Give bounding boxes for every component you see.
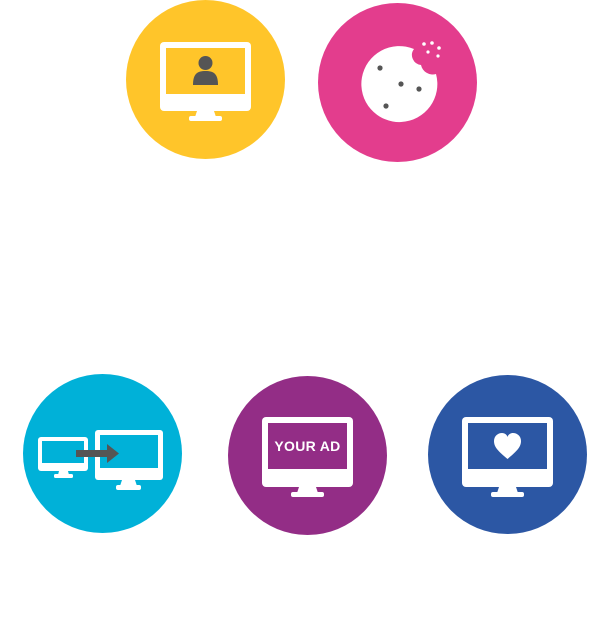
small-monitor-base [54, 474, 73, 478]
monitor-neck [195, 111, 216, 117]
cookie-chip [377, 65, 383, 71]
your-ad-monitor-icon: YOUR AD [228, 376, 387, 535]
your-ad-label: YOUR AD [274, 438, 340, 454]
monitor-base [189, 116, 222, 121]
monitor-base [291, 492, 324, 497]
monitor-neck [297, 487, 318, 493]
user-head [198, 56, 213, 70]
cookie-chip [416, 86, 422, 92]
heart-icon [494, 433, 521, 459]
small-monitor-screen [42, 441, 84, 463]
monitor-neck [497, 487, 518, 493]
arrow-shaft [76, 450, 109, 457]
cross-device-icon [23, 374, 182, 533]
cookie-chip [383, 103, 389, 109]
monitor-base [491, 492, 524, 497]
user-body [193, 71, 218, 85]
cookie-chip [398, 81, 404, 87]
crumb [422, 42, 426, 46]
cookie-icon [318, 3, 477, 162]
crumb [426, 50, 430, 54]
large-monitor-base [116, 485, 141, 490]
user-profile-monitor-icon [126, 0, 285, 159]
crumb [436, 54, 440, 58]
heart-monitor-icon [428, 375, 587, 534]
crumb [437, 46, 441, 50]
monitor-screen [268, 423, 347, 469]
crumb [430, 41, 434, 45]
arrow-head [107, 444, 119, 463]
large-monitor-neck [120, 480, 137, 486]
